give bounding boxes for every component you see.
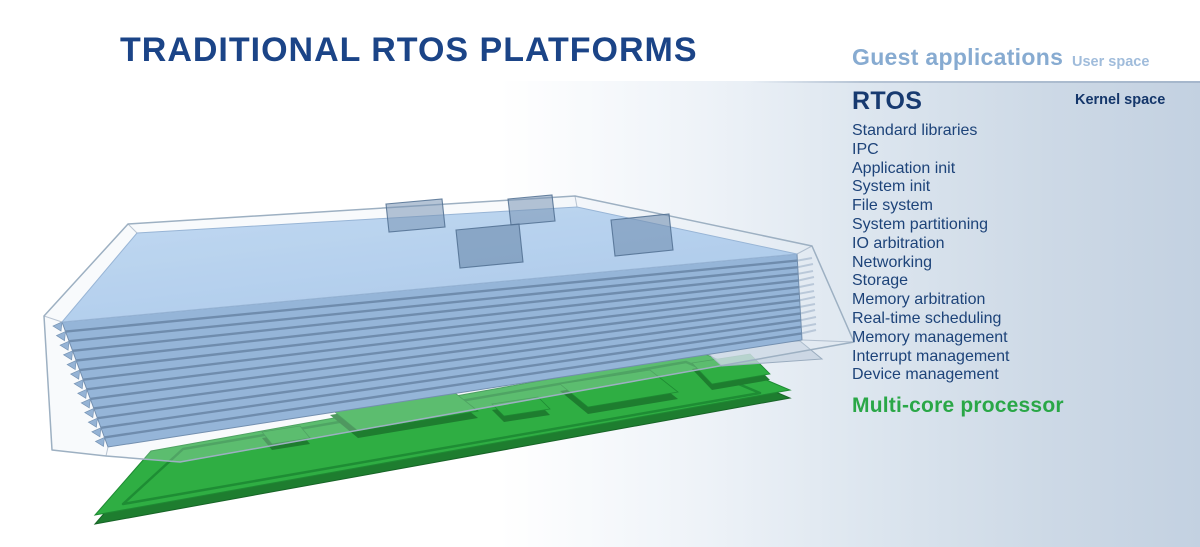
list-item: Storage [852,272,909,290]
list-item: Standard libraries [852,122,978,139]
list-item: System init [852,178,931,196]
tab-card [507,194,556,226]
list-item: Memory arbitration [852,291,986,309]
guest-application-tabs [385,194,674,269]
page-title: TRADITIONAL RTOS PLATFORMS [120,31,698,69]
rtos-heading: RTOS [852,87,923,115]
kernel-space-label: Kernel space [1075,92,1166,108]
stack-layer-left-tips [52,321,105,447]
user-space-label: User space [1072,54,1150,70]
stack-layer-right-tips [797,257,817,335]
list-item: File system [852,197,933,215]
stack-layer-lines [65,259,802,439]
rtos-feature-list: Standard libraries IPC Application init … [852,122,1009,385]
list-item: IPC [852,140,879,158]
list-item: System partitioning [852,215,989,233]
list-item: Real-time scheduling [852,309,1002,327]
board-inner-outline [121,360,762,506]
list-item: Application init [852,159,956,177]
multicore-processor-heading: Multi-core processor [852,394,1064,417]
glass-enclosure [43,195,855,463]
user-kernel-divider [750,81,1200,83]
list-item: Interrupt management [852,347,1010,365]
list-item: Device management [852,366,999,384]
list-item: Networking [852,253,933,271]
list-item: Memory management [852,328,1008,346]
guest-applications-heading: Guest applications [852,44,1064,70]
tab-card [455,223,524,269]
tab-card [610,213,674,257]
list-item: IO arbitration [852,234,945,252]
tab-card [385,198,446,233]
